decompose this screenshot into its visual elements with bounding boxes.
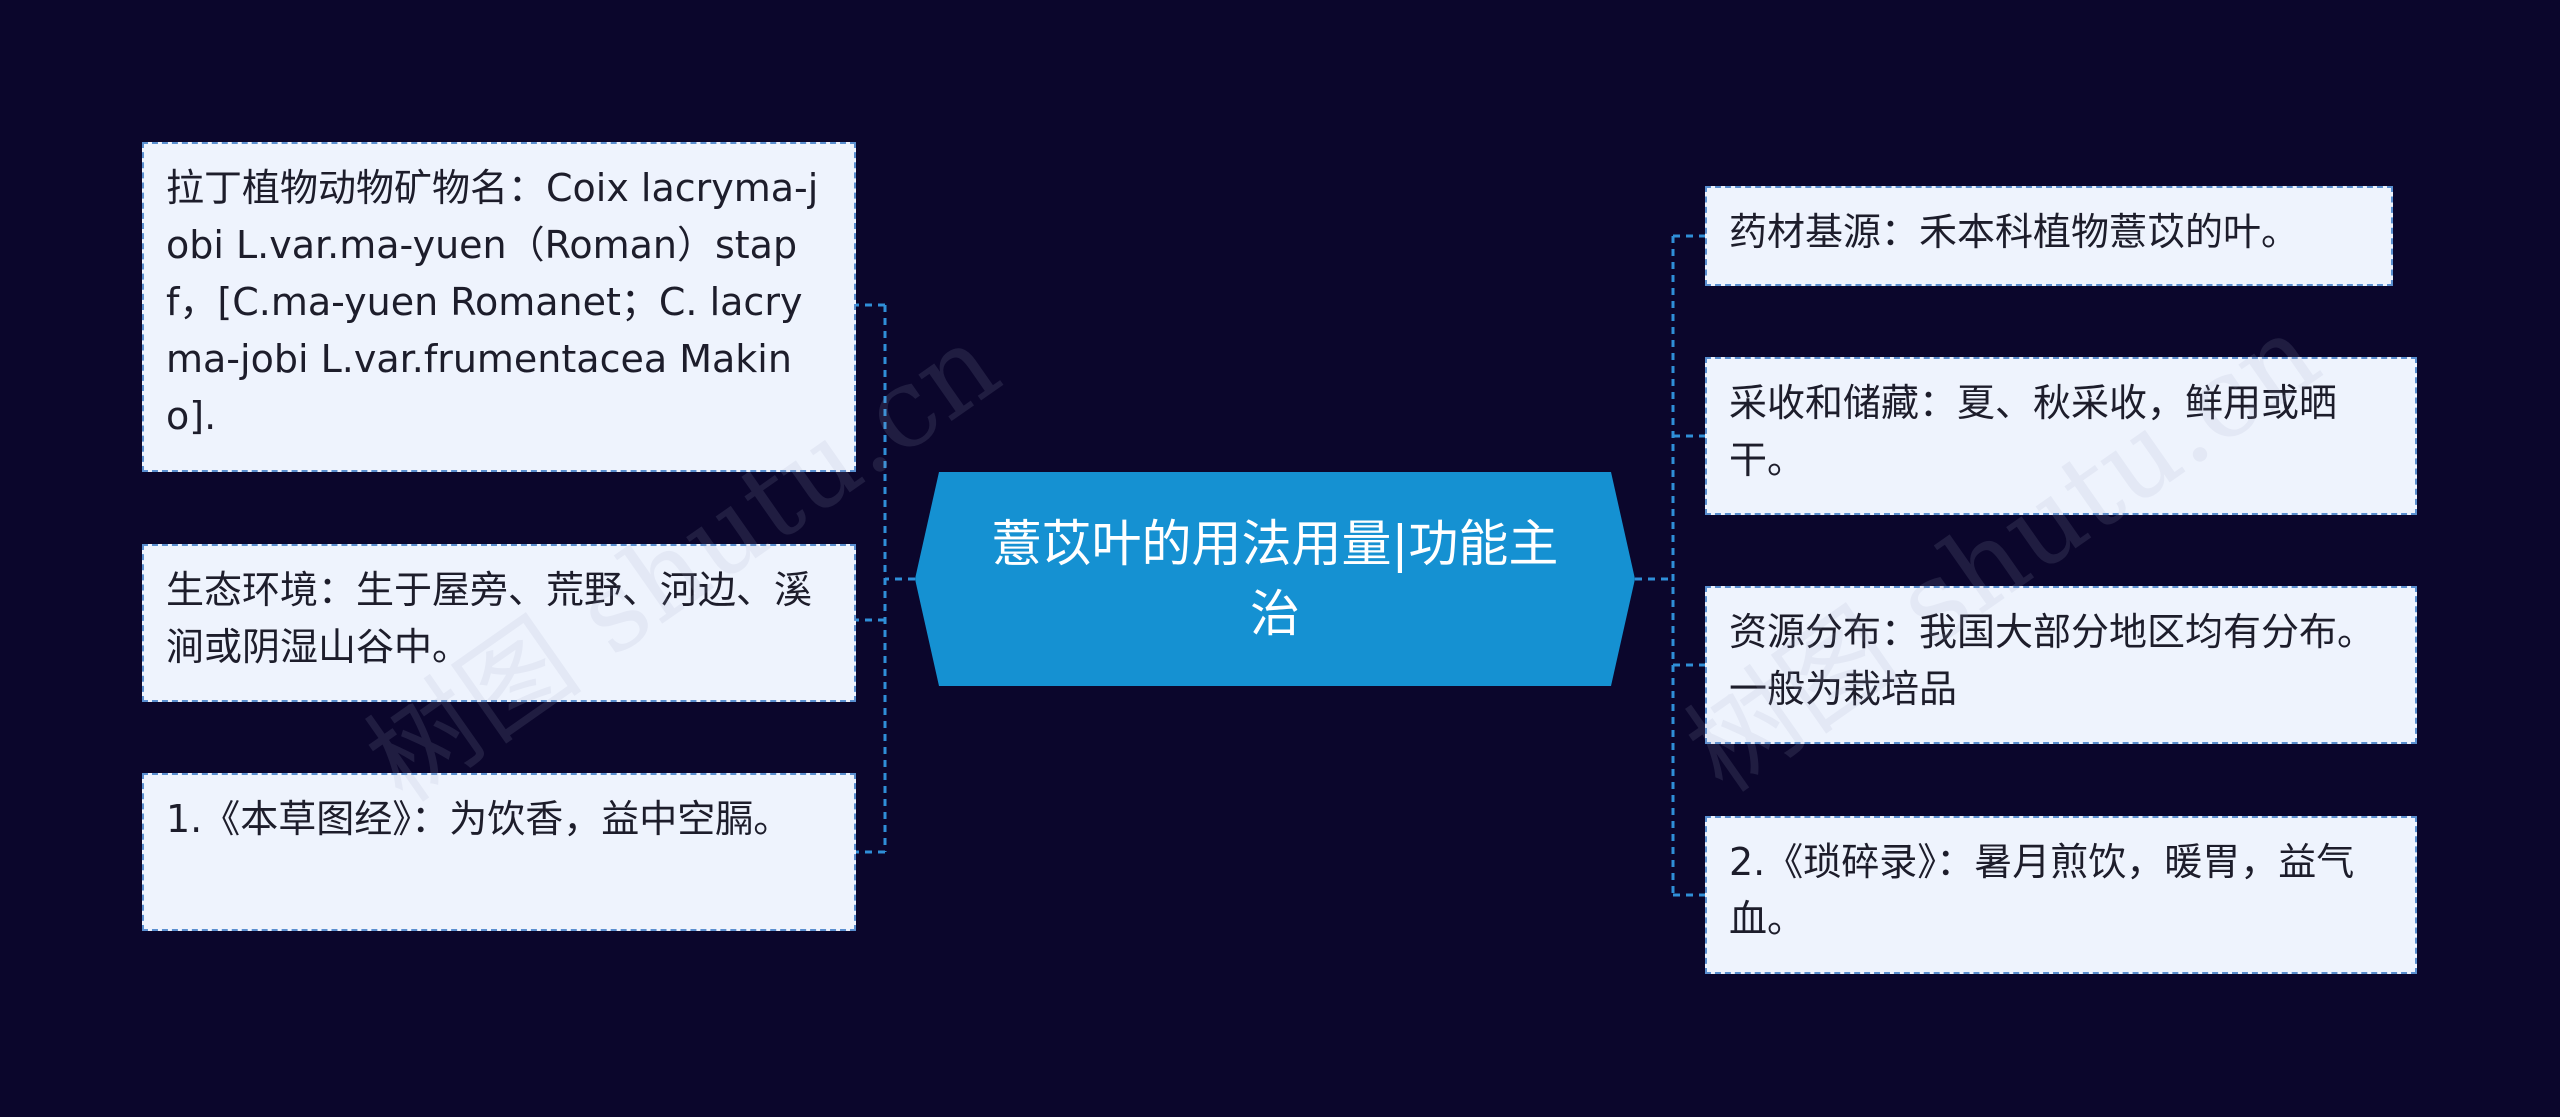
left-node-latin-name[interactable]: 拉丁植物动物矿物名：Coix lacryma-jobi L.var.ma-yue… (142, 142, 856, 472)
right-node-medicinal-source[interactable]: 药材基源：禾本科植物薏苡的叶。 (1705, 186, 2393, 286)
right-node-distribution-text: 资源分布：我国大部分地区均有分布。一般为栽培品 (1729, 610, 2376, 711)
right-node-harvest-storage-text: 采收和储藏：夏、秋采收，鲜用或晒干。 (1729, 381, 2338, 482)
left-node-bencao-tujing-text: 1.《本草图经》：为饮香，益中空膈。 (166, 797, 792, 841)
central-topic-text: 薏苡叶的用法用量|功能主治 (991, 515, 1559, 643)
right-node-harvest-storage[interactable]: 采收和储藏：夏、秋采收，鲜用或晒干。 (1705, 357, 2417, 515)
left-node-habitat[interactable]: 生态环境：生于屋旁、荒野、河边、溪涧或阴湿山谷中。 (142, 544, 856, 702)
right-node-distribution[interactable]: 资源分布：我国大部分地区均有分布。一般为栽培品 (1705, 586, 2417, 744)
left-node-habitat-text: 生态环境：生于屋旁、荒野、河边、溪涧或阴湿山谷中。 (166, 568, 813, 669)
right-node-suosuilu[interactable]: 2.《琐碎录》：暑月煎饮，暖胃，益气血。 (1705, 816, 2417, 974)
right-node-medicinal-source-text: 药材基源：禾本科植物薏苡的叶。 (1729, 210, 2300, 254)
right-node-suosuilu-text: 2.《琐碎录》：暑月煎饮，暖胃，益气血。 (1729, 840, 2355, 941)
central-topic[interactable]: 薏苡叶的用法用量|功能主治 (915, 472, 1635, 686)
left-node-latin-name-text: 拉丁植物动物矿物名：Coix lacryma-jobi L.var.ma-yue… (166, 166, 819, 438)
left-node-bencao-tujing[interactable]: 1.《本草图经》：为饮香，益中空膈。 (142, 773, 856, 931)
